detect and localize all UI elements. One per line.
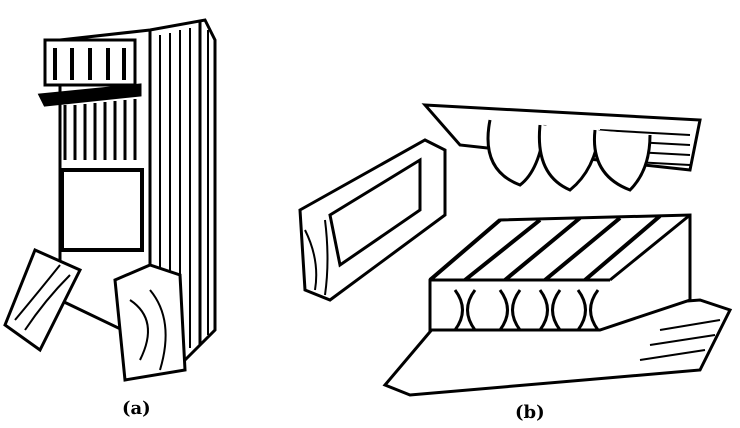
panel-a-cabinet-drawing bbox=[3, 18, 217, 382]
panel-b-label: (b) bbox=[515, 402, 545, 423]
panel-a-label: (a) bbox=[122, 398, 151, 419]
panel-b-parts-drawing bbox=[298, 103, 733, 397]
